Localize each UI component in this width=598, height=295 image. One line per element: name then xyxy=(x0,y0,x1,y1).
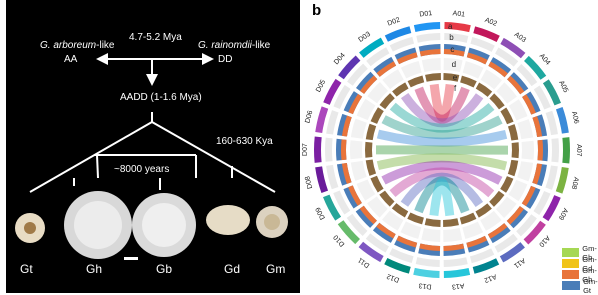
track-d xyxy=(517,161,533,181)
track-d xyxy=(401,61,422,78)
chromosome-label: A05 xyxy=(557,80,569,94)
chromosome-label: D10 xyxy=(333,233,347,247)
chromosome-label: D07 xyxy=(302,143,309,156)
track-c-overlay xyxy=(537,140,543,161)
chromosome-label: D02 xyxy=(387,17,402,28)
chromosome-band xyxy=(556,167,569,194)
chromosome-label: A04 xyxy=(538,53,552,67)
track-d xyxy=(351,119,367,139)
legend-item-gm-gt: Gm-Gt xyxy=(562,280,598,291)
chromosome-band xyxy=(314,136,322,162)
track-d xyxy=(422,58,441,72)
track-e xyxy=(443,218,459,227)
chromosome-label: D03 xyxy=(357,31,372,44)
species-gm: Gm xyxy=(266,262,285,276)
ring-label: a xyxy=(448,22,453,31)
track-d xyxy=(463,61,484,78)
track-e xyxy=(425,218,441,227)
legend: Gm-Gb Gm-Gd Gm-Gh Gm-Gt xyxy=(562,247,598,291)
species-gh: Gh xyxy=(86,262,102,276)
track-e xyxy=(512,142,519,158)
ring-label: e xyxy=(453,73,458,82)
chromosome-band xyxy=(562,137,570,163)
chromosome-label: A08 xyxy=(570,176,580,190)
chromosome-band xyxy=(556,107,569,134)
track-e xyxy=(460,213,477,225)
chromosome-label: A13 xyxy=(451,281,464,289)
track-b xyxy=(551,138,559,162)
chromosome-band xyxy=(413,268,439,278)
track-e xyxy=(366,124,376,140)
chromosome-label: A02 xyxy=(484,17,498,28)
track-e xyxy=(508,124,518,140)
chromosome-label: A10 xyxy=(537,234,551,248)
chromosome-label: A09 xyxy=(557,207,569,221)
track-c-overlay xyxy=(341,139,347,160)
chromosome-label: A01 xyxy=(452,10,465,18)
ring-label: c xyxy=(450,45,454,54)
track-b xyxy=(545,165,557,189)
track-e xyxy=(365,142,372,158)
track-e xyxy=(425,73,441,82)
panel-a: a G. arboreum-like G. rainomdii-like 4.7… xyxy=(0,0,300,293)
chromosome-label: D05 xyxy=(315,79,327,94)
cotton-specimens xyxy=(15,191,288,260)
chromosome-label: D13 xyxy=(418,281,432,290)
track-d xyxy=(400,221,421,238)
ring-label: d xyxy=(452,60,456,69)
track-b xyxy=(326,165,338,189)
track-d xyxy=(350,140,362,159)
track-e xyxy=(366,159,376,175)
species-gb: Gb xyxy=(156,262,172,276)
chromosome-label: A03 xyxy=(513,31,527,44)
track-b xyxy=(546,111,558,135)
chromosome-label: D01 xyxy=(419,10,433,18)
chromosome-label: A11 xyxy=(512,256,526,269)
ring-label: b xyxy=(449,33,454,42)
chromosome-band xyxy=(315,166,328,193)
track-d xyxy=(462,222,483,239)
track-d xyxy=(522,141,534,160)
chromosome-label: D12 xyxy=(386,272,401,283)
track-d xyxy=(421,228,440,242)
phylogeny-tree xyxy=(0,0,300,293)
track-b xyxy=(444,257,468,267)
species-gt: Gt xyxy=(20,262,33,276)
chromosome-label: D08 xyxy=(304,175,314,189)
track-d xyxy=(443,228,462,242)
chromosome-label: A07 xyxy=(575,144,582,157)
chromosome-label: A12 xyxy=(483,272,497,283)
species-gd: Gd xyxy=(224,262,240,276)
chromosome-band xyxy=(444,268,470,278)
chromosome-label: D04 xyxy=(333,52,347,66)
track-b xyxy=(444,33,468,43)
track-b xyxy=(416,33,440,43)
track-e xyxy=(508,160,518,176)
chromosome-label: A06 xyxy=(570,111,580,125)
track-b xyxy=(325,138,333,162)
track-d xyxy=(517,119,533,139)
track-b xyxy=(416,257,440,267)
track-e xyxy=(408,76,425,88)
track-e xyxy=(407,212,424,224)
chromosome-label: D06 xyxy=(304,110,314,124)
chromosome-label: D11 xyxy=(357,256,371,269)
track-b xyxy=(326,110,338,134)
chromosome-band xyxy=(414,22,440,32)
chromosome-label: D09 xyxy=(315,206,327,221)
chromosome-band xyxy=(315,106,328,133)
synteny-link xyxy=(434,183,450,216)
track-e xyxy=(460,76,477,88)
track-d xyxy=(351,161,367,181)
